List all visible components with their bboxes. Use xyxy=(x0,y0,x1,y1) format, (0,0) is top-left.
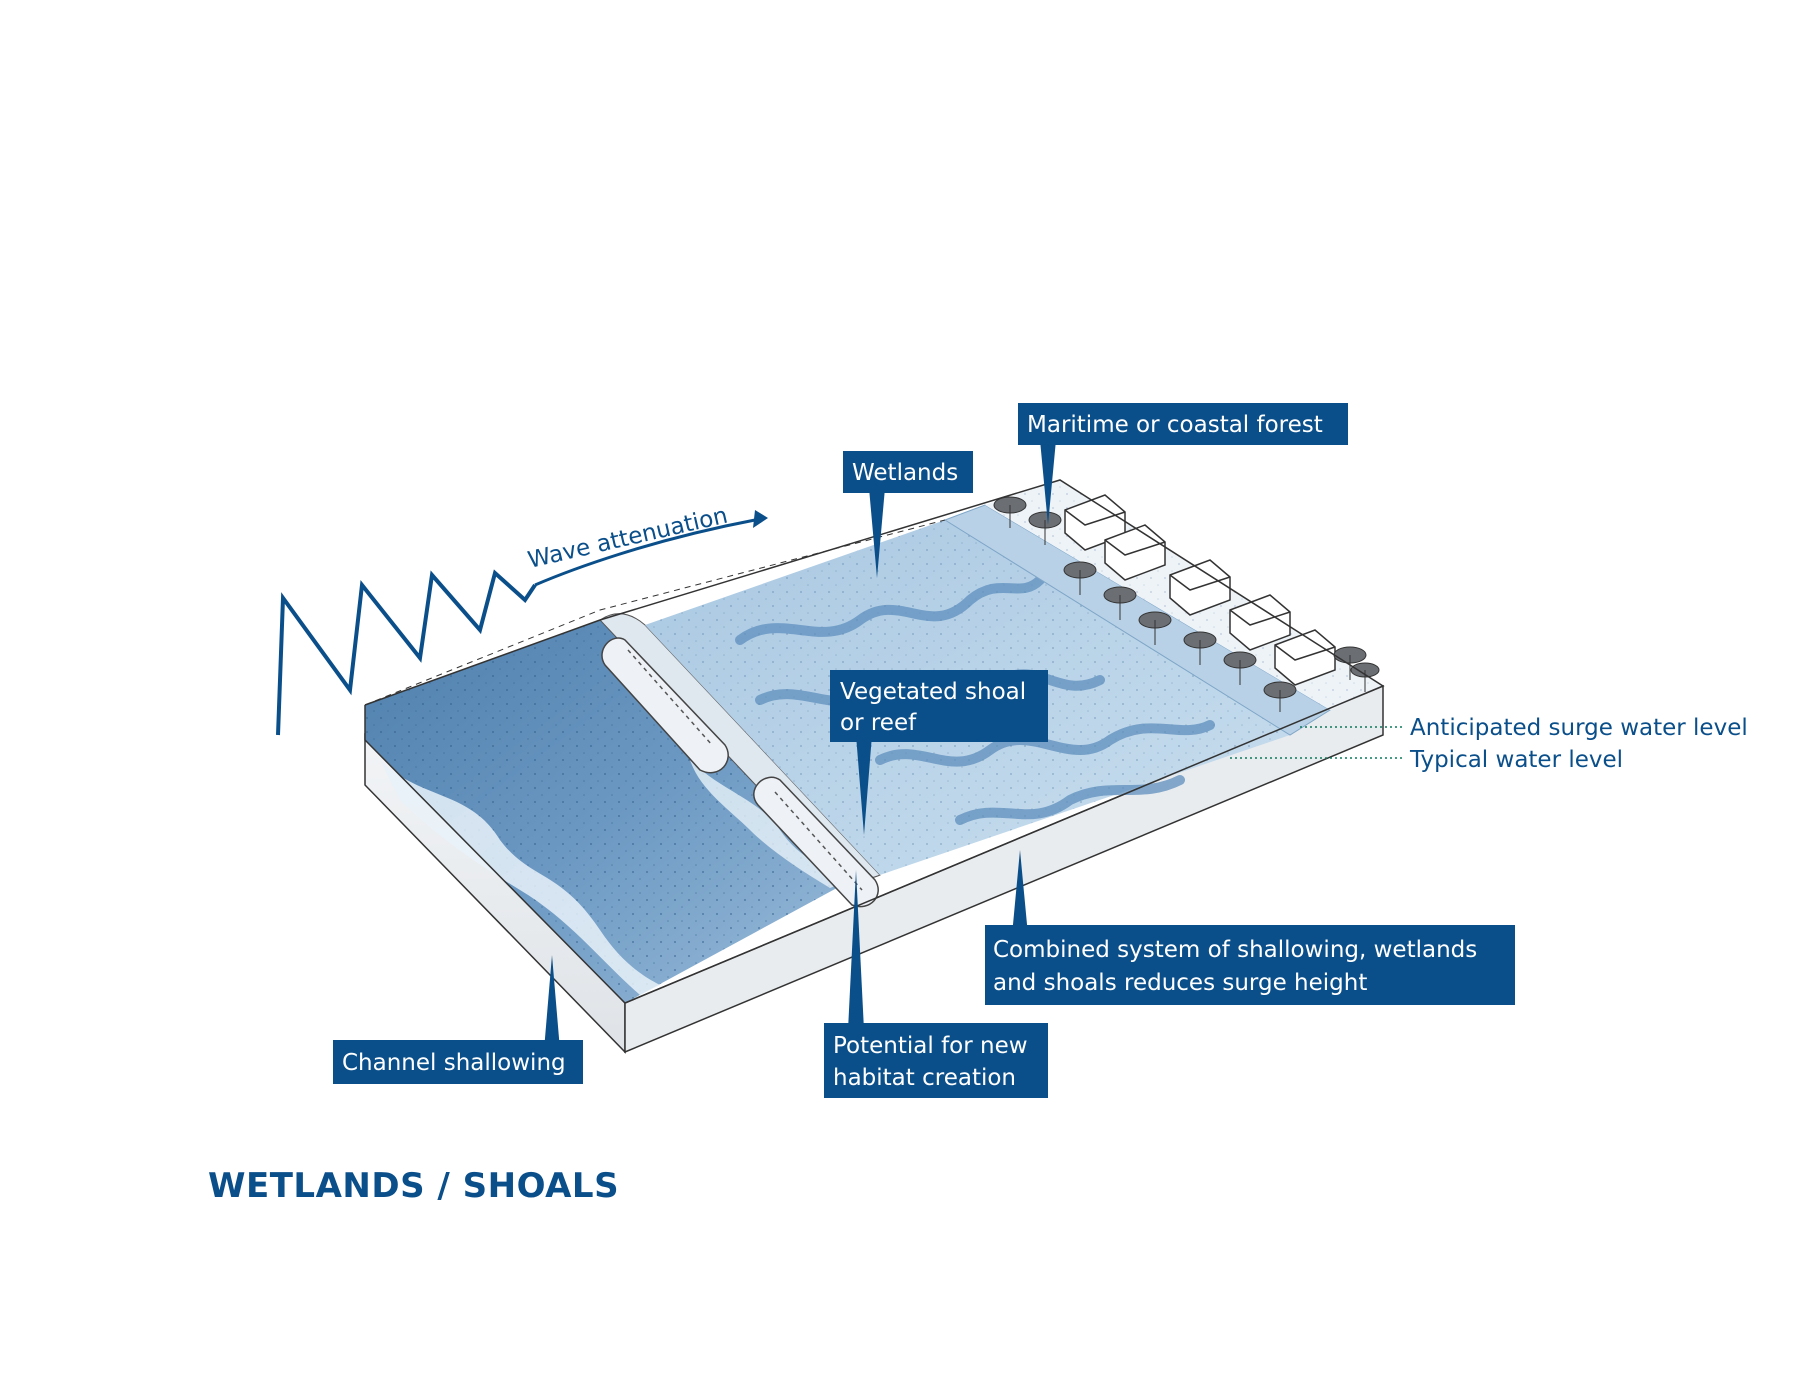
surge-layer-outline xyxy=(364,519,946,706)
callout-pointer xyxy=(869,488,885,578)
tree-icon xyxy=(1028,511,1062,545)
diagram-title: WETLANDS / SHOALS xyxy=(208,1166,620,1206)
surf-foam xyxy=(380,760,660,995)
callout-pointer xyxy=(1012,850,1028,935)
vegetated-shoals xyxy=(601,637,879,908)
wave-arrow-path xyxy=(534,518,756,587)
surge-water-level-label: Anticipated surge water level xyxy=(1410,715,1748,741)
callout-text: Channel shallowing xyxy=(342,1050,566,1076)
callout-pointer xyxy=(544,955,560,1050)
tree-icon xyxy=(993,496,1027,528)
coastal-houses xyxy=(1064,494,1336,686)
channel-water-texture xyxy=(365,620,870,1003)
tree-icon xyxy=(1223,651,1257,685)
house-icon xyxy=(1169,559,1231,616)
callout-text-line-2: habitat creation xyxy=(833,1065,1016,1091)
tree-icon xyxy=(1183,631,1217,665)
house-icon xyxy=(1229,594,1291,651)
callout-text-line-1: Potential for new xyxy=(833,1033,1028,1059)
callout-vegetated-shoal: Vegetated shoal or reef xyxy=(830,670,1048,835)
tree-icon xyxy=(1138,611,1172,645)
callout-maritime-forest: Maritime or coastal forest xyxy=(1018,403,1348,525)
arrow-head-icon xyxy=(753,510,768,528)
wave-line xyxy=(276,569,537,736)
house-icon xyxy=(1104,524,1166,581)
callout-wetlands: Wetlands xyxy=(843,451,973,578)
callout-text-line-2: or reef xyxy=(840,710,917,736)
callout-text: Maritime or coastal forest xyxy=(1027,412,1323,438)
surf-foam-2 xyxy=(690,760,850,888)
callout-text-line-1: Vegetated shoal xyxy=(840,679,1026,705)
callout-text-line-2: and shoals reduces surge height xyxy=(993,970,1367,996)
callout-box xyxy=(824,1023,1048,1098)
callout-pointer xyxy=(856,735,872,835)
water-level-indicators: Anticipated surge water level Typical wa… xyxy=(1230,715,1748,773)
callout-box xyxy=(843,451,973,493)
tree-icon xyxy=(1263,681,1297,712)
callout-pointer xyxy=(848,870,864,1030)
callout-box xyxy=(985,925,1515,1005)
callout-channel-shallowing: Channel shallowing xyxy=(333,955,583,1084)
callout-combined-system: Combined system of shallowing, wetlands … xyxy=(985,850,1515,1005)
callout-box xyxy=(830,670,1048,742)
surface-outline xyxy=(364,479,1385,1004)
callout-pointer xyxy=(1040,440,1056,525)
house-icon xyxy=(1274,629,1336,686)
callout-box xyxy=(1018,403,1348,445)
callout-text: Wetlands xyxy=(852,460,958,486)
callout-potential-habitat: Potential for new habitat creation xyxy=(824,870,1048,1098)
callout-text-line-1: Combined system of shallowing, wetlands xyxy=(993,937,1477,963)
coastal-trees xyxy=(993,496,1380,712)
tree-icon xyxy=(1063,561,1097,595)
tree-icon xyxy=(1103,586,1137,620)
wave-attenuation-label: Wave attenuation xyxy=(526,503,731,574)
callout-box xyxy=(333,1040,583,1084)
typical-water-level-label: Typical water level xyxy=(1409,747,1623,773)
tree-icon xyxy=(1350,662,1380,692)
